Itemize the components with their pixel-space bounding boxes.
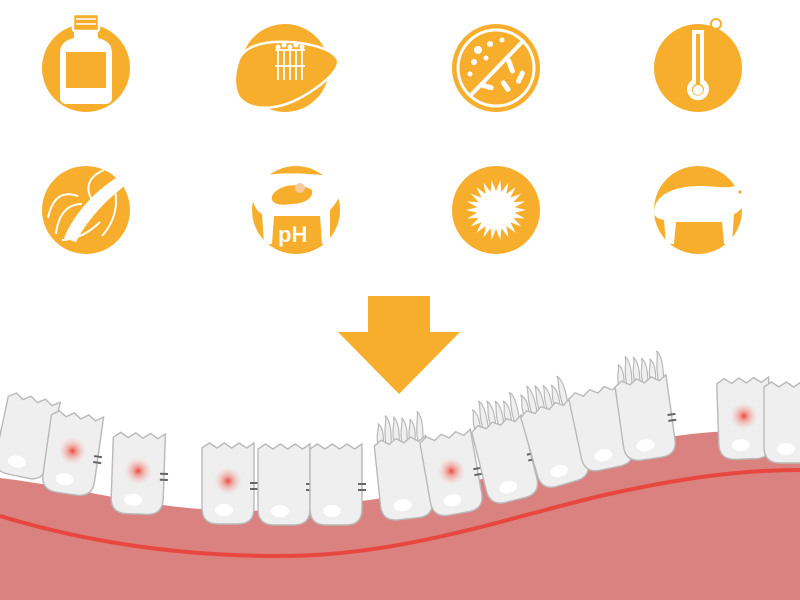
nucleus [7,455,26,468]
inflammation-spot [437,457,466,486]
cell-body [763,381,800,464]
no-microbes-icon [452,24,540,112]
tight-junction [473,466,483,477]
nucleus [550,464,568,478]
tight-junction [93,455,103,465]
nucleus [393,499,412,512]
damaged-epithelial-cell [42,409,105,496]
nucleus [731,439,750,452]
nucleus [499,481,518,494]
microvilli [520,375,569,418]
nucleus [271,505,289,517]
down-arrow [338,296,460,394]
damaged-epithelial-cell [110,431,169,516]
epithelial-cell [520,375,589,488]
epithelial-cell [568,382,634,472]
damaged-epithelial-cell [201,441,258,525]
inflammation-spot [214,467,242,495]
inflammation-spot [58,437,87,466]
epithelial-cell [309,442,366,526]
microvilli [617,350,665,388]
cell-body [614,373,676,461]
nucleus [777,443,795,455]
nucleus [215,504,233,516]
tight-junction [250,482,258,490]
nucleus [594,449,613,462]
medicine-bottle-icon [42,12,130,112]
epithelial-cell [614,350,677,461]
damaged-epithelial-cell [716,375,775,461]
cell-body [520,397,589,488]
liver-membrane-icon [233,24,340,112]
thermometer-icon [654,18,742,112]
cell-body [471,413,539,504]
tight-junction [159,472,169,482]
microvilli [471,391,521,433]
inflammation-spot [729,402,758,431]
cell-body [373,434,434,521]
cell-body [568,382,634,472]
epithelial-cell [763,381,800,464]
parasite-worm-icon [42,166,130,254]
nucleus [636,439,655,452]
epithelial-cell [257,442,314,526]
blood-vessel [0,468,800,559]
stressor-icons: pH [42,12,756,254]
inflammation-spot [124,457,153,486]
damaged-epithelial-cell [419,427,483,517]
pig-icon [646,166,756,254]
nucleus [323,505,341,517]
nucleus [443,494,462,507]
nucleus [124,493,143,506]
epithelial-layer [0,350,800,526]
epithelial-cell [373,410,435,521]
ph-label: pH [278,222,307,247]
epithelial-cell [471,391,539,504]
cell-body [257,442,311,526]
cell-body [309,442,363,526]
nucleus [55,473,74,486]
cow-rumen-ph-icon: pH [246,166,354,254]
tight-junction [667,412,677,422]
tight-junction [358,483,366,491]
starburst-icon [452,166,540,254]
